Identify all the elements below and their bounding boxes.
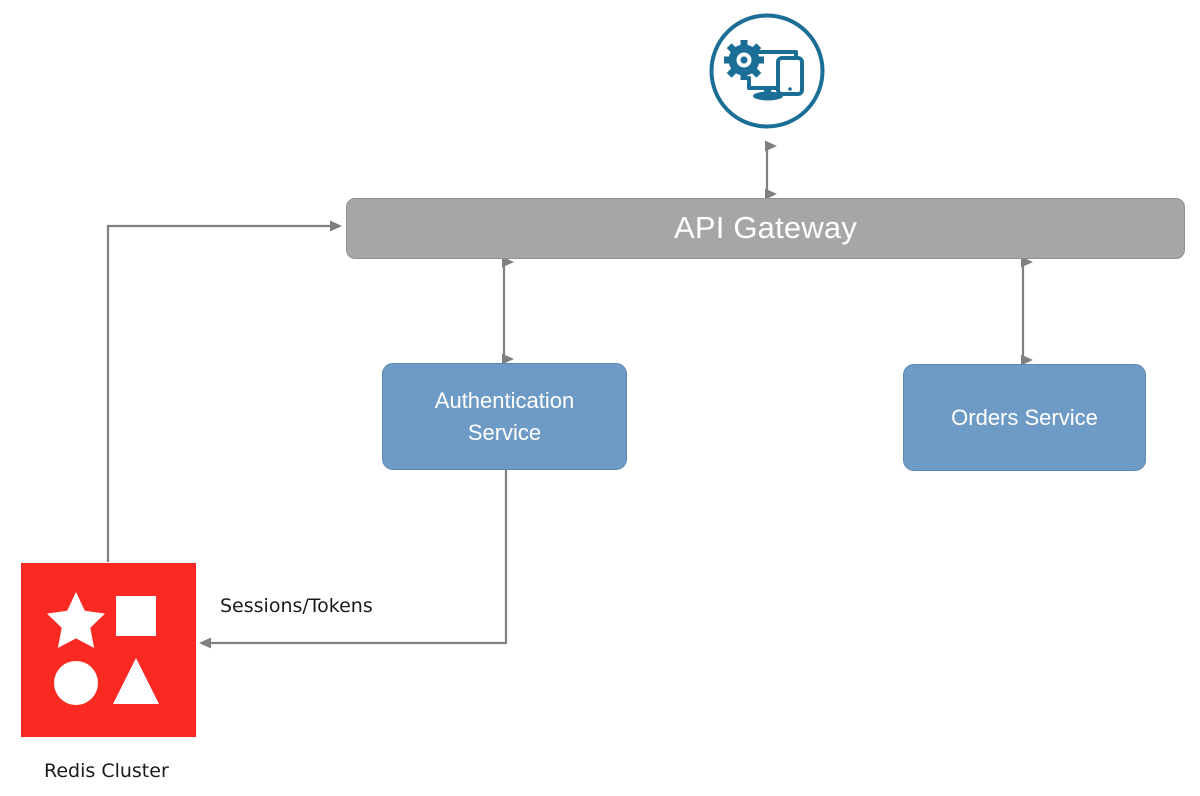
redis-shapes-group [47,592,159,705]
redis-cluster-caption: Redis Cluster [44,760,169,782]
node-redis-cluster[interactable] [21,563,196,737]
edge-label-sessions-tokens: Sessions/Tokens [220,595,373,617]
circle-shape [54,661,98,705]
authentication-service-label-line2: Service [467,419,542,445]
node-orders-service[interactable]: Orders Service [903,364,1146,471]
star-shape [47,592,105,648]
edge-redis-gateway [106,220,342,562]
devices-gear-icon [709,13,825,129]
edge-auth-redis [199,470,508,649]
node-api-gateway[interactable]: API Gateway [346,198,1185,259]
authentication-service-label-line1: Authentication [434,388,575,414]
api-gateway-label: API Gateway [673,210,858,246]
client-devices-icon[interactable] [708,12,826,130]
square-shape [116,596,156,636]
triangle-shape [113,658,159,704]
orders-service-label: Orders Service [951,404,1098,430]
